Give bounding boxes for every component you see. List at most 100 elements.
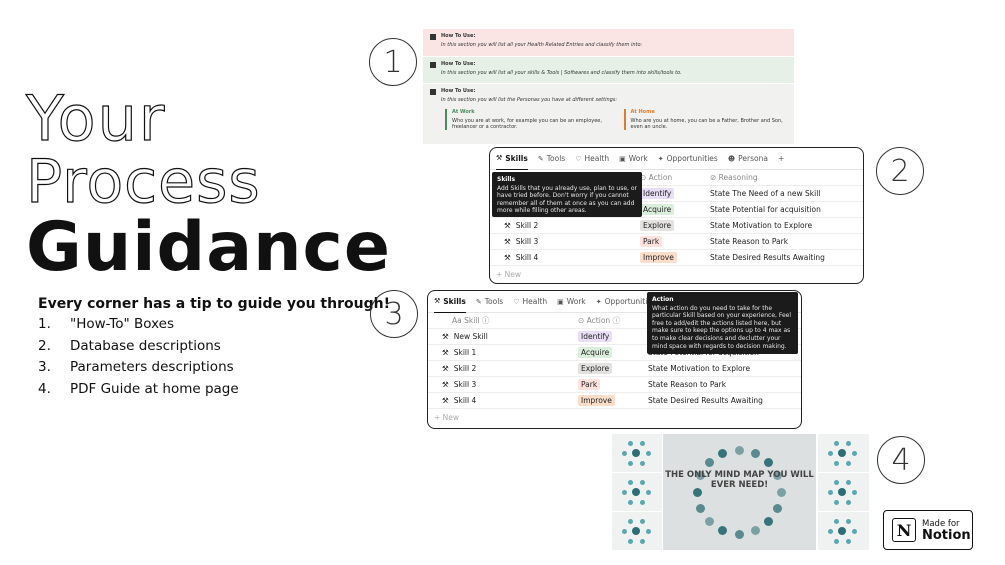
notion-logo: N — [892, 518, 916, 542]
mindmap-thumbnail — [818, 512, 869, 550]
tab-persona[interactable]: ☻Persona — [728, 154, 768, 163]
mindmap-node-icon — [718, 526, 728, 536]
mindmap-thumbnail — [612, 512, 662, 550]
skill-cell[interactable]: ⚒Skill 4 — [490, 253, 640, 262]
add-view-button[interactable]: + — [777, 154, 785, 163]
tools-icon: ⚒ — [442, 348, 449, 357]
header-action[interactable]: ⊙ Action ⓘ — [578, 315, 648, 326]
action-cell[interactable]: Identify — [640, 188, 710, 199]
tab-tools[interactable]: ✎Tools — [538, 154, 565, 163]
tab-work[interactable]: ▣Work — [557, 297, 586, 306]
reasoning-cell[interactable]: State Desired Results Awaiting — [710, 253, 825, 262]
tip-text: PDF Guide at home page — [70, 380, 239, 397]
tools-icon: ⚒ — [442, 332, 449, 341]
header-action[interactable]: ⊙ Action — [640, 173, 710, 182]
reasoning-cell[interactable]: State Reason to Park — [710, 237, 789, 246]
tab-opportunities[interactable]: ✦Opportunities — [596, 297, 656, 306]
wrench-icon: ✎ — [537, 154, 544, 163]
action-cell[interactable]: Identify — [578, 331, 648, 342]
mindmap-thumbnail — [612, 473, 662, 511]
skill-cell[interactable]: ⚒Skill 1 — [428, 348, 578, 357]
action-tag: Acquire — [640, 204, 675, 215]
tab-work[interactable]: ▣Work — [619, 154, 648, 163]
skill-name: Skill 4 — [515, 253, 539, 262]
skill-cell[interactable]: ⚒Skill 3 — [490, 237, 640, 246]
heart-icon: ♡ — [513, 297, 520, 306]
tip-text: "How-To" Boxes — [70, 316, 175, 332]
mindmap-node-icon — [846, 480, 851, 486]
skill-cell[interactable]: ⚒Skill 2 — [490, 221, 640, 230]
tab-tools[interactable]: ✎Tools — [476, 297, 503, 306]
mindmap-node-icon — [628, 519, 633, 525]
tip-item: 4. PDF Guide at home page — [38, 381, 239, 403]
heart-icon: ♡ — [575, 154, 582, 163]
action-cell[interactable]: Improve — [640, 252, 710, 263]
action-cell[interactable]: Acquire — [640, 204, 710, 215]
mindmap-node-icon — [846, 538, 851, 544]
tip-number: 4. — [38, 380, 51, 397]
table-row[interactable]: Acquire State Potential for acquisition — [490, 202, 863, 218]
howto-panel: How To Use: In this section you will lis… — [423, 29, 794, 144]
mindmap-node-icon — [773, 471, 783, 481]
reasoning-cell[interactable]: State Potential for acquisition — [710, 205, 821, 214]
callout-text: Who you are at work, for example you can… — [452, 118, 602, 130]
mindmap-thumbnail — [612, 434, 662, 472]
mindmap-node-icon — [704, 517, 714, 527]
header-reasoning[interactable]: ⊘ Reasoning — [710, 173, 758, 182]
tab-skills[interactable]: ⚒Skills — [434, 291, 466, 313]
mindmap-node-icon — [852, 451, 857, 456]
action-cell[interactable]: Park — [578, 379, 648, 390]
mindmap-node-icon — [834, 519, 839, 525]
table-header: Aa Skill ⓘ ⊙ Action ⓘ — [428, 313, 801, 329]
skill-cell[interactable]: ⚒Skill 2 — [428, 364, 578, 373]
tab-label: Work — [628, 154, 648, 163]
action-cell[interactable]: Acquire — [578, 347, 648, 358]
mindmap-thumbnail — [818, 473, 869, 511]
mindmap-node-icon — [632, 449, 640, 457]
book-icon — [430, 62, 436, 68]
reasoning-cell[interactable]: State Motivation to Explore — [648, 364, 751, 373]
tab-skills[interactable]: ⚒Skills — [496, 148, 528, 170]
tab-health[interactable]: ♡Health — [575, 154, 609, 163]
tip-text: Parameters descriptions — [70, 359, 234, 375]
reasoning-cell[interactable]: State The Need of a new Skill — [710, 189, 821, 198]
skill-cell[interactable]: ⚒New Skill — [428, 332, 578, 341]
tab-health[interactable]: ♡Health — [513, 297, 547, 306]
tab-label: Tools — [546, 154, 566, 163]
tab-opportunities[interactable]: ✦Opportunities — [658, 154, 718, 163]
new-row-button[interactable]: + New — [434, 412, 460, 422]
reasoning-cell[interactable]: State Desired Results Awaiting — [648, 396, 763, 405]
callout-at-home: At Home Who are you at home, you can be … — [623, 109, 789, 130]
tip-number: 3. — [38, 359, 51, 375]
header-label: Aa Skill — [452, 316, 480, 325]
mindmap-cover: THE ONLY MIND MAP YOU WILL EVER NEED! — [663, 434, 816, 550]
mindmap-node-icon — [838, 527, 846, 535]
header-skill[interactable]: Aa Skill ⓘ — [428, 315, 578, 326]
callout-heading: At Work — [452, 109, 475, 115]
mindmap-node-icon — [834, 480, 839, 486]
reasoning-cell[interactable]: State Reason to Park — [648, 380, 727, 389]
action-cell[interactable]: Improve — [578, 395, 648, 406]
mindmap-node-icon — [640, 538, 645, 544]
skill-cell[interactable]: ⚒Skill 4 — [428, 396, 578, 405]
mindmap-node-icon — [640, 460, 645, 466]
mindmap-node-icon — [695, 503, 705, 513]
reasoning-cell[interactable]: State Motivation to Explore — [710, 221, 813, 230]
action-cell[interactable]: Park — [640, 236, 710, 247]
action-cell[interactable]: Explore — [578, 363, 648, 374]
action-cell[interactable]: Explore — [640, 220, 710, 231]
callout-heading: At Home — [630, 109, 655, 115]
mindmap-node-icon — [695, 471, 705, 481]
skill-cell[interactable]: ⚒Skill 3 — [428, 380, 578, 389]
badge-text: Made for Notion — [922, 519, 971, 542]
mindmap-node-icon — [834, 538, 839, 544]
new-row-button[interactable]: + New — [496, 269, 522, 279]
